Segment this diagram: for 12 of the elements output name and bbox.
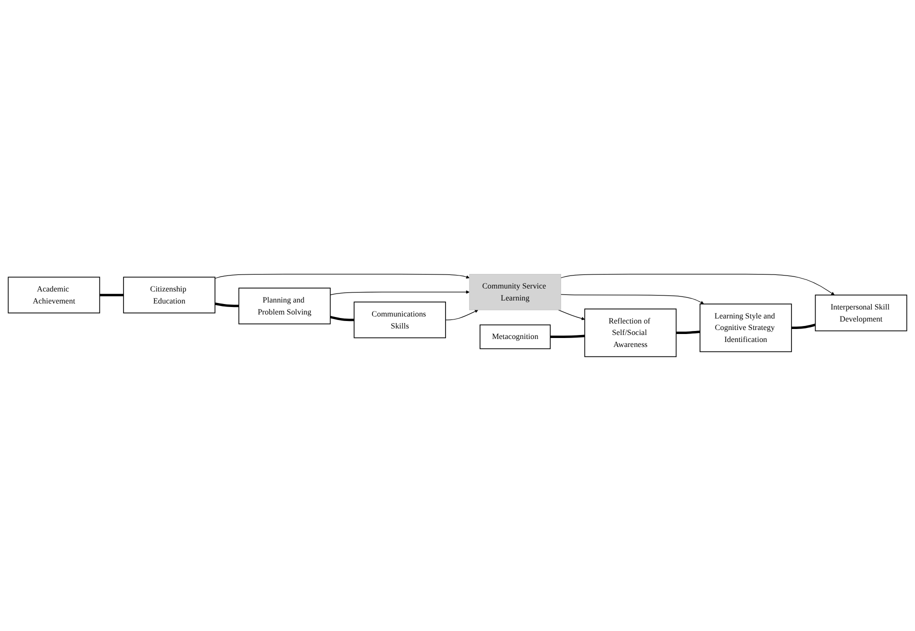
connector (550, 334, 585, 338)
arrow (445, 310, 478, 320)
arrow (214, 274, 470, 279)
arrow (330, 290, 470, 296)
arrow (560, 294, 704, 304)
arrow (558, 310, 585, 320)
connector (214, 302, 239, 308)
connector (330, 316, 354, 322)
connector (100, 294, 124, 296)
arrow (560, 274, 835, 296)
connector (791, 324, 816, 330)
connector (676, 330, 700, 334)
